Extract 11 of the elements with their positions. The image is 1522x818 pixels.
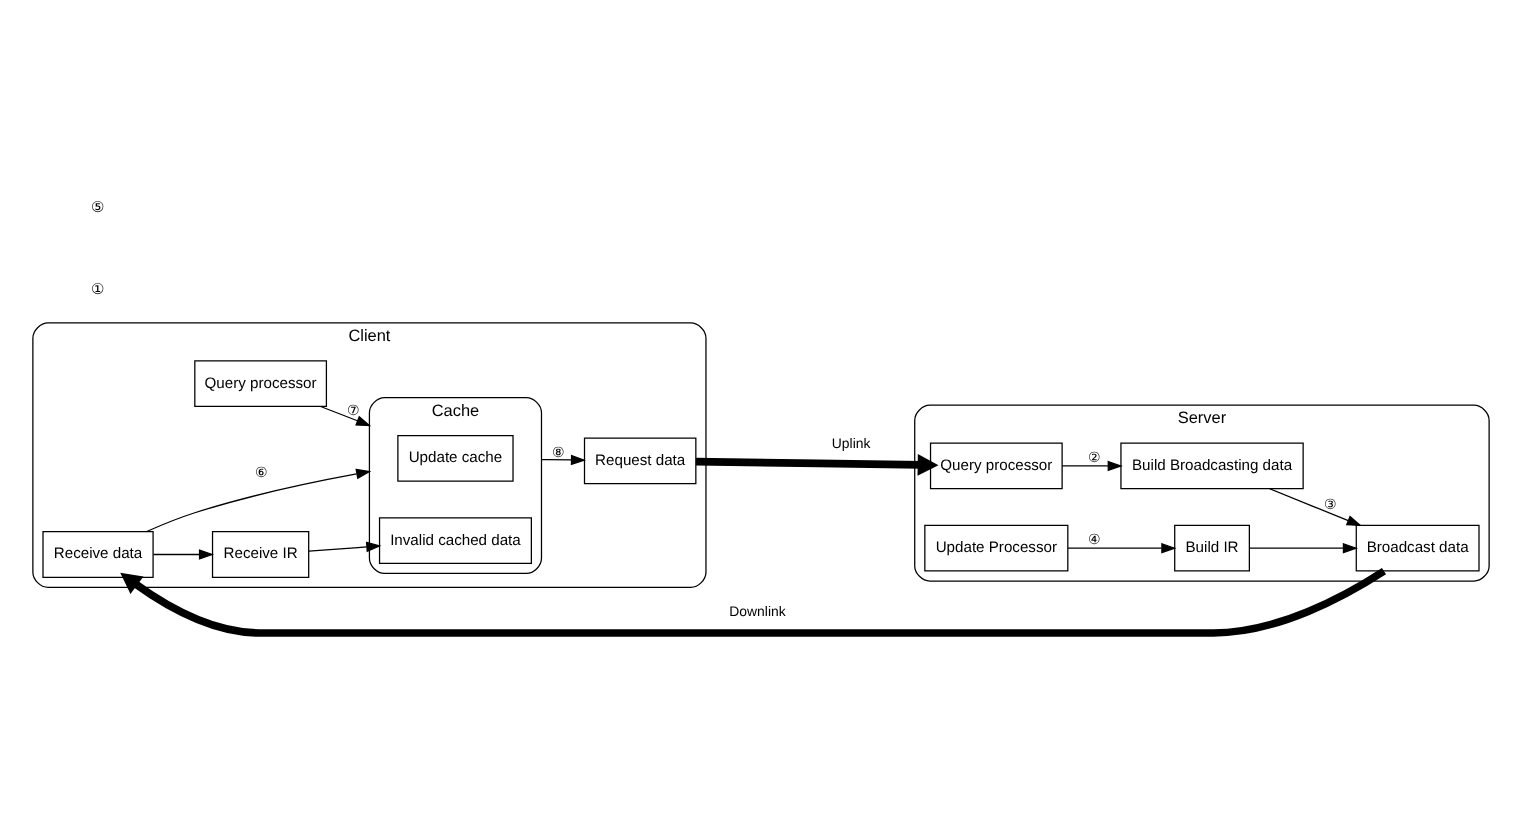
arrow (120, 567, 1386, 637)
arrow (1248, 542, 1359, 554)
arrow (320, 405, 372, 427)
arrow (145, 468, 372, 533)
arrow (1067, 542, 1177, 554)
arrow (1269, 488, 1362, 527)
arrow (695, 453, 939, 476)
arrow (540, 454, 587, 466)
arrow (152, 549, 215, 560)
arrow (1061, 460, 1123, 472)
arrow (308, 541, 382, 553)
